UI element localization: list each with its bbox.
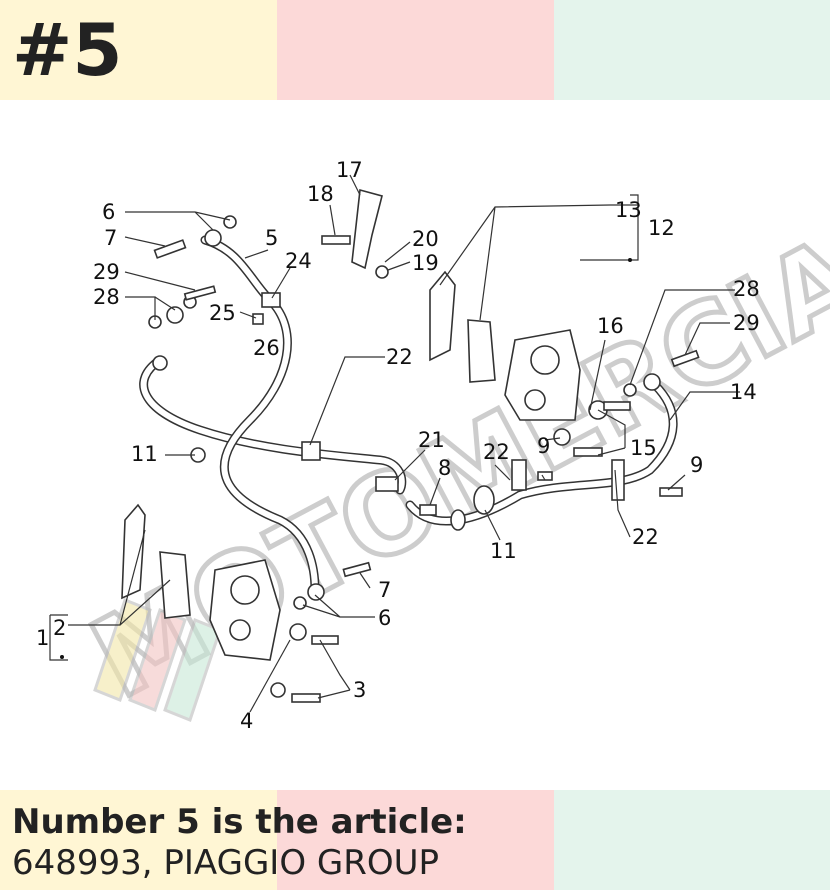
callout-3: 3 [353,678,366,702]
callout-1: 1 [36,626,49,650]
watermark-stripes [93,598,222,722]
footer-band-yellow [0,790,277,890]
callout-17: 17 [336,158,363,182]
callout-28-right: 28 [733,277,760,301]
article-caption: Number 5 is the article: [12,802,467,842]
callout-7-bottom: 7 [378,578,391,602]
callout-21: 21 [418,428,445,452]
footer-band-pink [277,790,554,890]
callout-28-left: 28 [93,285,120,309]
callout-18: 18 [307,182,334,206]
article-number-manufacturer: 648993, PIAGGIO GROUP [12,843,440,883]
exploded-parts-diagram: MOTOMERCIA [36,158,830,733]
header-band-green [554,0,830,100]
callout-13: 13 [615,198,642,222]
brake-caliper-rear [429,270,581,421]
callout-29-right: 29 [733,311,760,335]
footer-band [0,790,830,890]
callout-19: 19 [412,251,439,275]
callout-22-upper: 22 [386,345,413,369]
callout-12: 12 [648,216,675,240]
header-band [0,0,830,100]
callout-6-bottom: 6 [378,606,391,630]
callout-11-bottom: 11 [490,539,517,563]
callout-14: 14 [730,380,757,404]
callout-6-top: 6 [102,200,115,224]
header-band-yellow [0,0,277,100]
leader-lines [49,174,740,713]
callout-5: 5 [265,226,278,250]
callout-8: 8 [438,456,451,480]
callout-24: 24 [285,249,312,273]
header-band-pink [277,0,554,100]
brake-caliper-front [121,503,281,661]
callout-9-middle: 9 [537,434,550,458]
callout-4: 4 [240,709,253,733]
callout-16: 16 [597,314,624,338]
callout-20: 20 [412,227,439,251]
part-number-heading: #5 [12,8,123,92]
fittings [148,188,700,703]
callout-2: 2 [53,616,66,640]
callout-22-middle: 22 [483,440,510,464]
footer-band-green [554,790,830,890]
callout-labels: 1 2 3 4 5 6 6 7 7 8 9 9 11 11 12 13 14 1… [36,158,760,733]
callout-11-left: 11 [131,442,158,466]
callout-15: 15 [630,436,657,460]
callout-9-right: 9 [690,453,703,477]
callout-7-top: 7 [104,226,117,250]
callout-26: 26 [253,336,280,360]
callout-25: 25 [209,301,236,325]
callout-22-lower: 22 [632,525,659,549]
callout-29-left: 29 [93,260,120,284]
